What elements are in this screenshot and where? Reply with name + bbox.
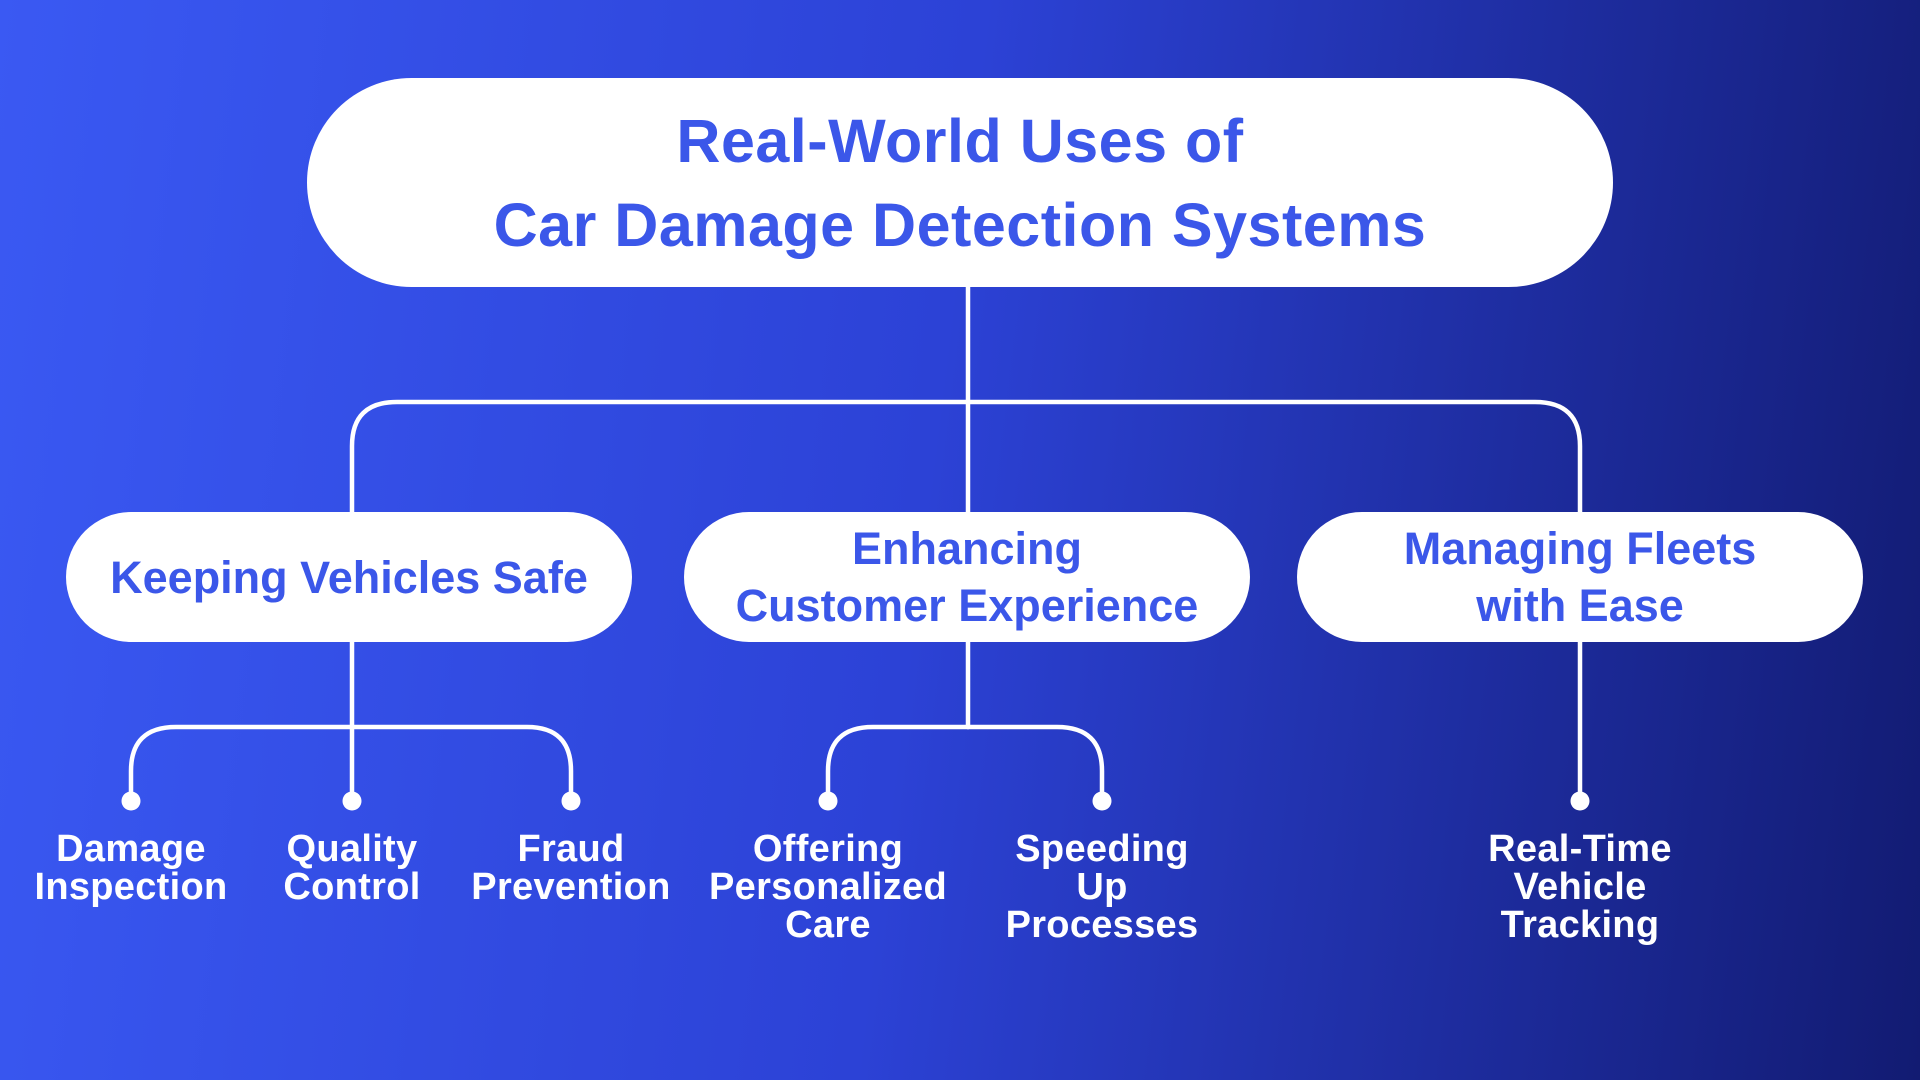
- branch2-right-drop: [965, 724, 1105, 798]
- branch-node-keeping-vehicles-safe: Keeping Vehicles Safe: [66, 512, 632, 642]
- root-node-title: Real-World Uses of Car Damage Detection …: [307, 78, 1613, 287]
- branch3-label: Managing Fleets with Ease: [1403, 523, 1757, 631]
- row-connector-left: [349, 399, 971, 515]
- branch2-left-drop: [825, 724, 971, 798]
- branch1-label: Keeping Vehicles Safe: [110, 551, 588, 603]
- leaf-speeding-up-processes: Speeding Up Processes: [1005, 828, 1199, 946]
- endpoint-dot: [1570, 791, 1590, 811]
- endpoint-dots: [121, 791, 1590, 811]
- connector-paths: [128, 247, 1583, 798]
- branch-node-enhancing-customer-experience: Enhancing Customer Experience: [684, 512, 1250, 642]
- leaf-quality-control: Quality Control: [283, 828, 421, 908]
- branch-node-managing-fleets-with-ease: Managing Fleets with Ease: [1297, 512, 1863, 642]
- branch1-left-drop: [128, 724, 355, 798]
- branch1-right-drop: [349, 724, 574, 798]
- leaf-damage-inspection: Damage Inspection: [34, 828, 228, 908]
- endpoint-dot: [818, 791, 838, 811]
- endpoint-dot: [121, 791, 141, 811]
- root-title-text: Real-World Uses of Car Damage Detection …: [493, 106, 1427, 259]
- endpoint-dot: [342, 791, 362, 811]
- branch2-label: Enhancing Customer Experience: [735, 523, 1199, 631]
- leaf-offering-personalized-care: Offering Personalized Care: [708, 828, 948, 946]
- endpoint-dot: [561, 791, 581, 811]
- leaf-real-time-vehicle-tracking: Real-Time Vehicle Tracking: [1488, 828, 1672, 946]
- leaf-fraud-prevention: Fraud Prevention: [471, 828, 671, 908]
- row-connector-right: [965, 399, 1583, 515]
- endpoint-dot: [1092, 791, 1112, 811]
